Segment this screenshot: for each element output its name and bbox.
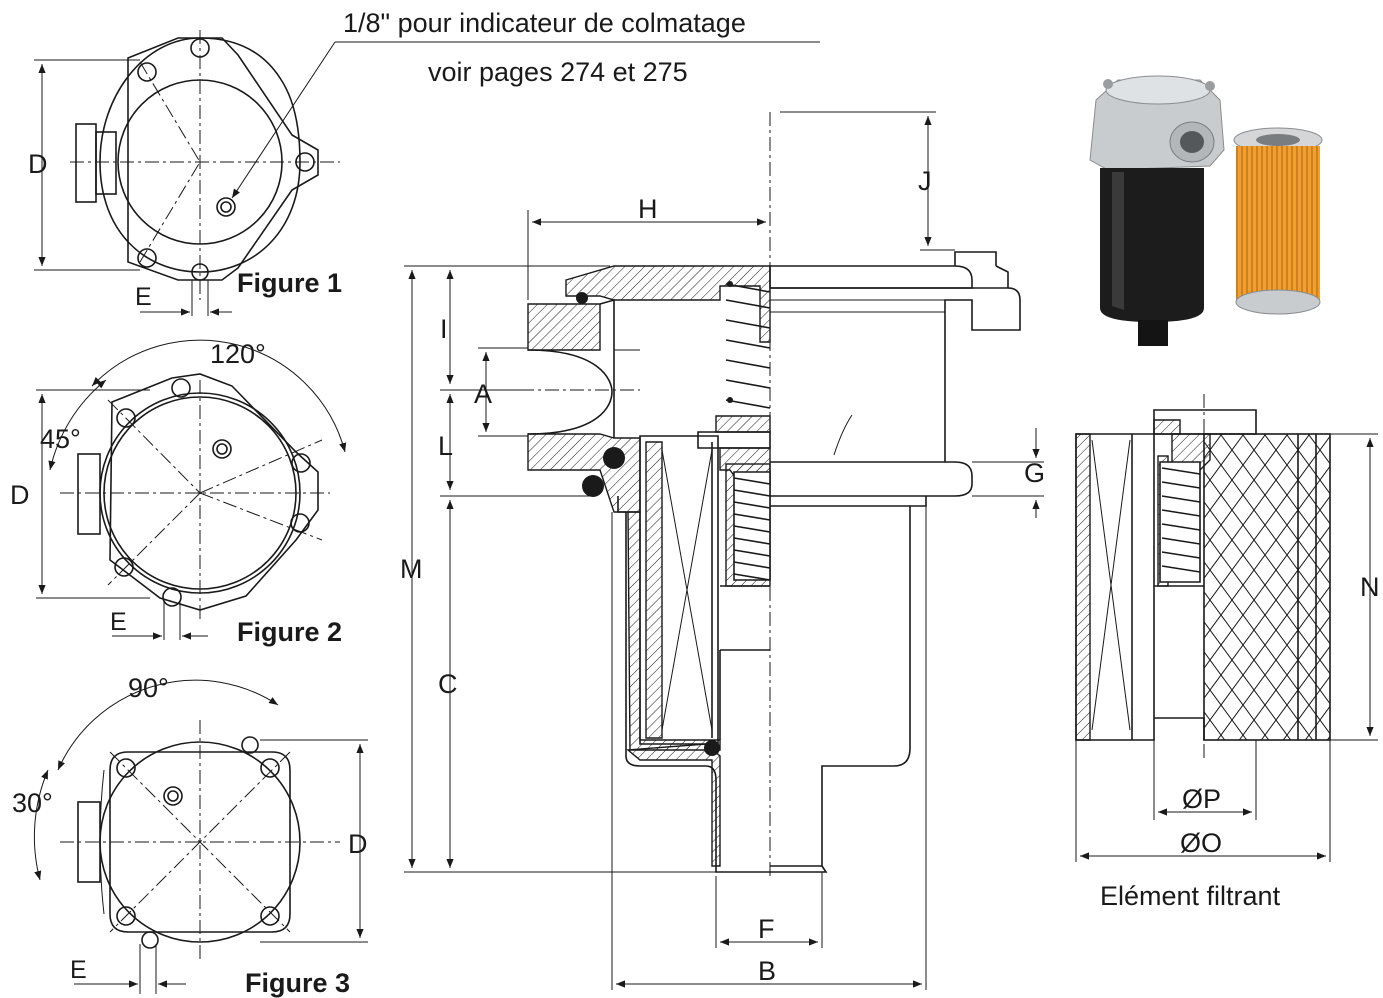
bypass-spring <box>725 281 771 409</box>
figure-2-top-view: 120° 45° D E Figure 2 <box>10 339 347 647</box>
angle-30: 30° <box>12 788 53 818</box>
dim-M: M <box>400 554 423 584</box>
dim-D-fig1: D <box>28 149 48 179</box>
dim-F: F <box>758 914 775 944</box>
filter-element-section: N ØP ØO Elément filtrant <box>1075 394 1380 911</box>
dim-O: ØO <box>1180 828 1222 858</box>
filter-section-view: H J M I L C A G F <box>400 111 1045 990</box>
indicator-note-line1: 1/8" pour indicateur de colmatage <box>343 8 746 38</box>
element-caption: Elément filtrant <box>1100 881 1281 911</box>
dim-A: A <box>474 379 492 409</box>
dim-C: C <box>438 669 458 699</box>
dim-J: J <box>918 166 932 196</box>
dim-H: H <box>638 194 658 224</box>
dim-P: ØP <box>1182 784 1221 814</box>
dim-L: L <box>438 431 453 461</box>
indicator-callout: 1/8" pour indicateur de colmatage voir p… <box>231 8 820 199</box>
angle-90: 90° <box>128 673 169 703</box>
indicator-note-line2: voir pages 274 et 275 <box>428 57 688 87</box>
dim-G: G <box>1024 458 1045 488</box>
dim-E-fig1: E <box>135 283 152 311</box>
dim-E-fig2: E <box>110 608 127 636</box>
figure-2-label: Figure 2 <box>237 617 342 647</box>
dim-N: N <box>1360 572 1380 602</box>
figure-1-label: Figure 1 <box>237 268 342 298</box>
angle-45: 45° <box>40 424 81 454</box>
dim-B: B <box>758 956 776 986</box>
element-spring <box>725 463 771 587</box>
figure-1-top-view: D E Figure 1 <box>28 30 342 316</box>
dim-D-fig3: D <box>348 829 368 859</box>
figure-3-label: Figure 3 <box>245 968 350 998</box>
angle-120: 120° <box>210 339 266 369</box>
dim-I: I <box>440 314 448 344</box>
dim-D-fig2: D <box>10 480 30 510</box>
dim-E-fig3: E <box>70 956 87 984</box>
figure-3-top-view: 90° 30° D E Figure 3 <box>12 673 368 998</box>
product-photo <box>1089 75 1323 346</box>
